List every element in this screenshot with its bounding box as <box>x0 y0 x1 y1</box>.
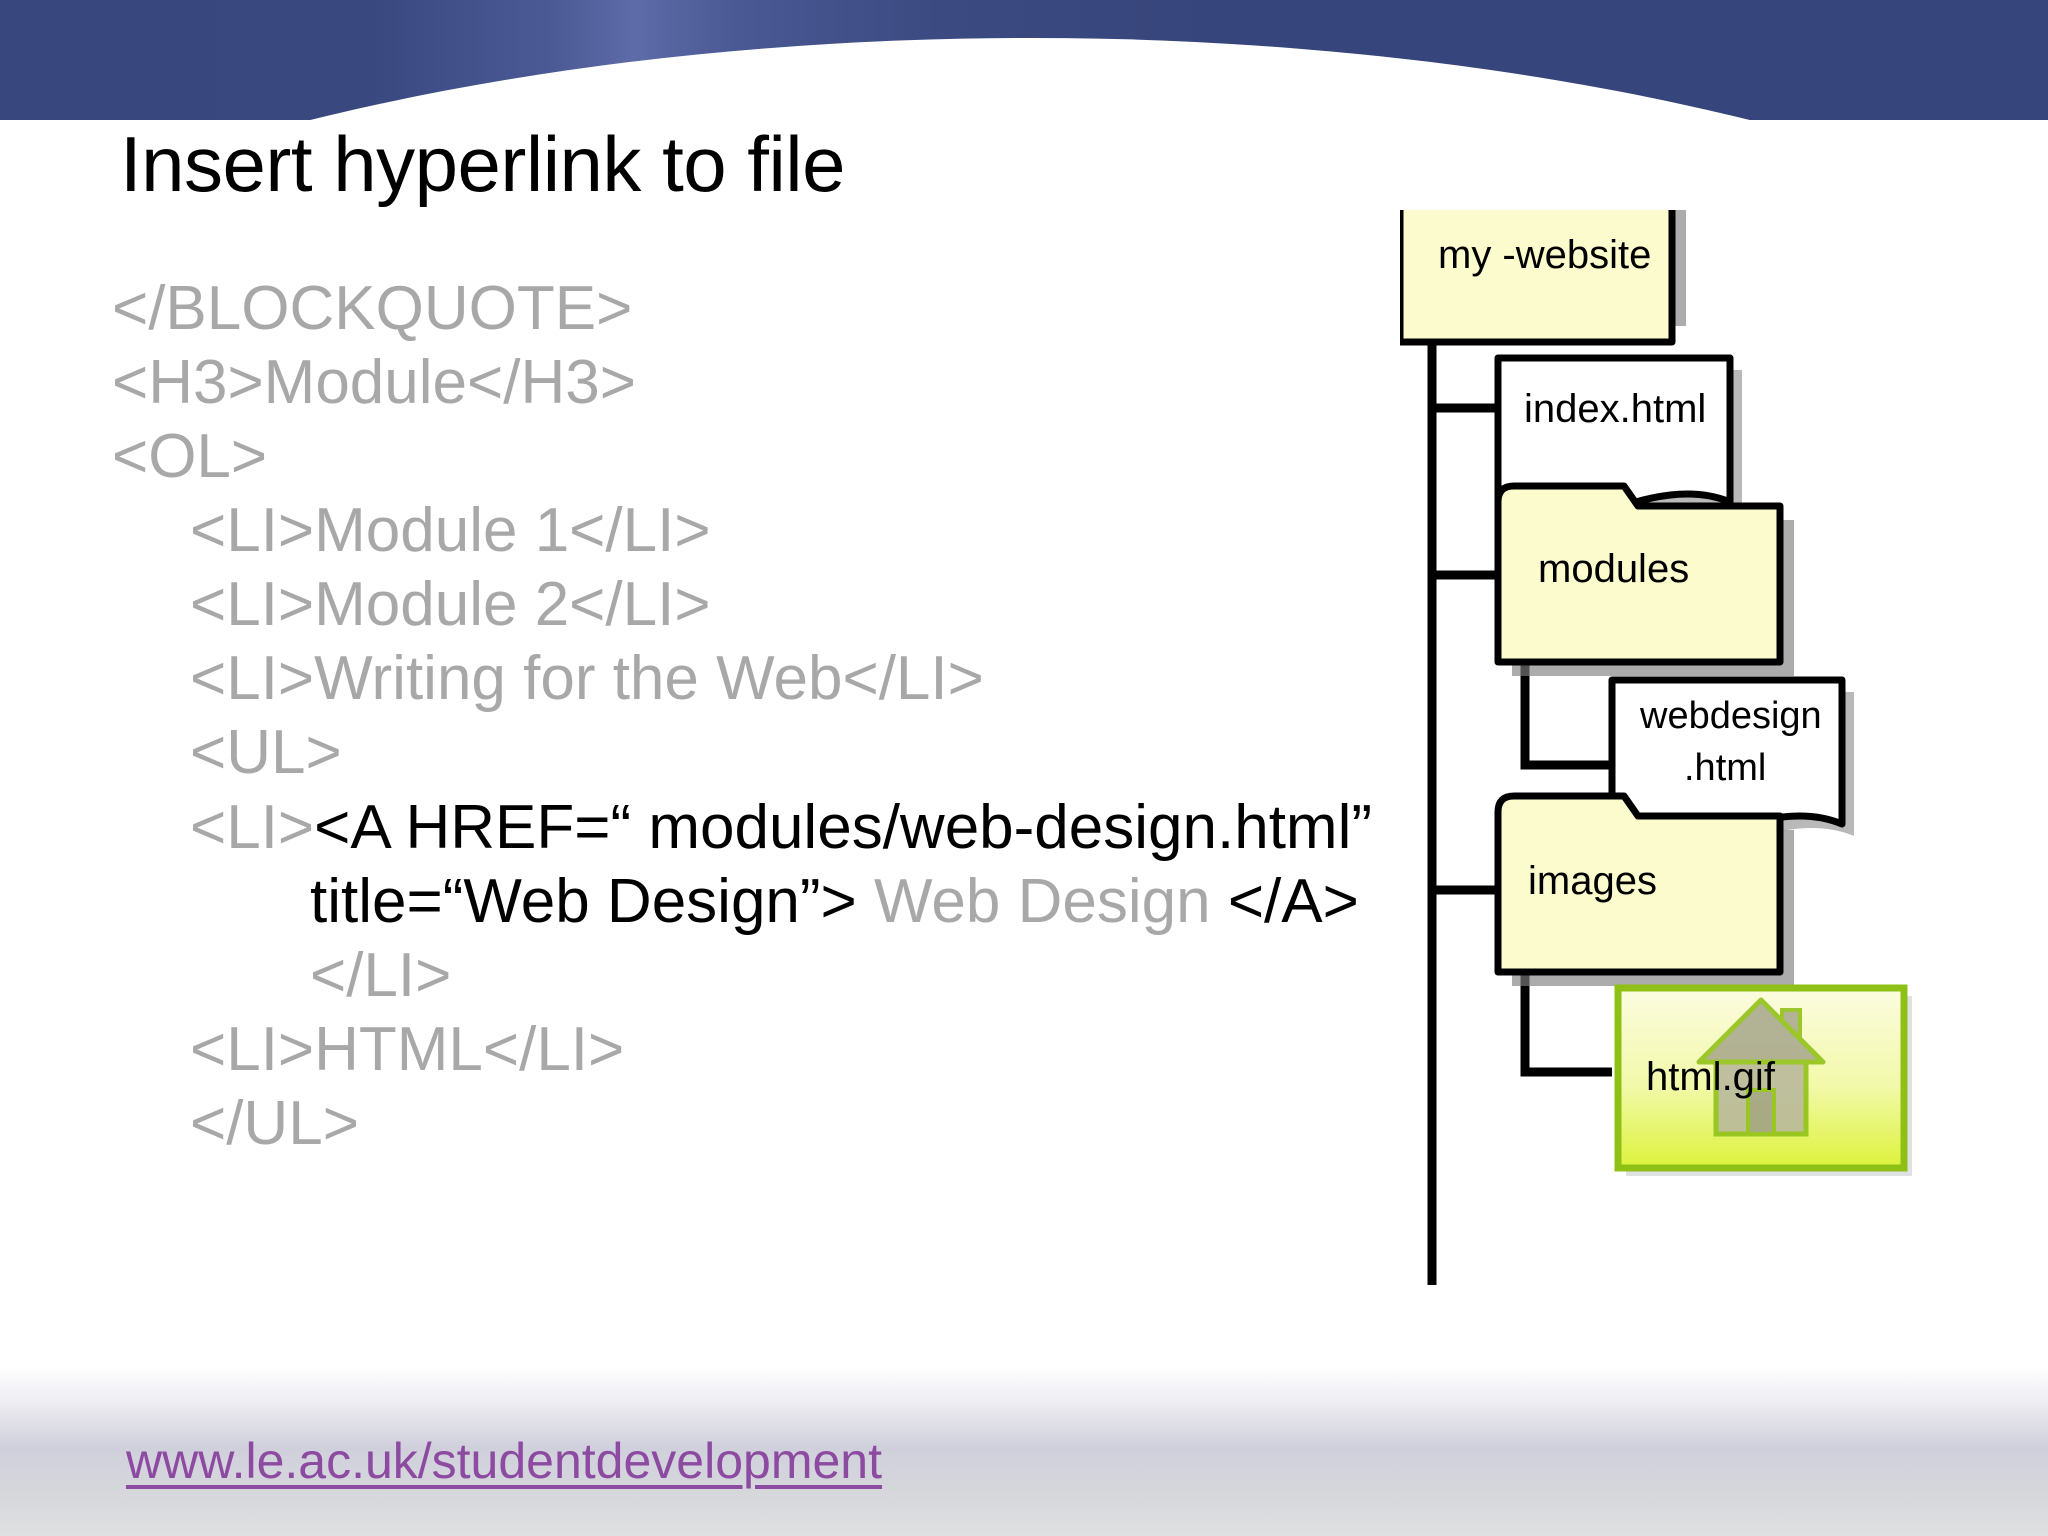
node-document-webdesign-html[interactable]: webdesign .html <box>1608 676 1854 846</box>
code-span: <LI>Writing for the Web</LI> <box>190 644 984 714</box>
code-span-link-text: Web Design <box>856 866 1228 936</box>
folder-shape <box>1400 210 1676 346</box>
node-label: index.html <box>1524 387 1706 431</box>
node-label-line2: .html <box>1684 747 1766 789</box>
code-line: </UL> <box>112 1087 1472 1161</box>
code-span: </UL> <box>190 1088 359 1158</box>
tree-connectors <box>1427 328 1612 1285</box>
file-tree-svg: my -website index.html modules webdesign… <box>1400 210 1912 1285</box>
node-label: images <box>1528 859 1657 903</box>
house-icon <box>1696 997 1826 1137</box>
node-label-line1: webdesign <box>1639 695 1822 737</box>
code-span: </BLOCKQUOTE> <box>112 274 633 343</box>
code-span-li-close: </LI> <box>310 940 452 1010</box>
connector-modules-webdesign <box>1520 662 1612 770</box>
code-line: <H3>Module</H3> <box>112 346 1472 420</box>
code-line: <LI>HTML</LI> <box>112 1013 1472 1087</box>
node-image-html-gif[interactable]: html.gif <box>1614 984 1912 1176</box>
code-span: <LI>Module 2</LI> <box>190 570 711 640</box>
code-line-anchor: <LI><A HREF=“ modules/web-design.html” t… <box>112 791 1472 1013</box>
top-banner <box>0 0 2048 120</box>
connector-images-htmlgif <box>1520 970 1612 1077</box>
node-label: modules <box>1538 547 1689 591</box>
footer-gradient-band <box>0 1366 2048 1536</box>
code-span: <H3>Module</H3> <box>112 348 636 418</box>
code-listing: </BLOCKQUOTE> <H3>Module</H3> <OL> <LI>M… <box>112 272 1472 1161</box>
code-line: </BLOCKQUOTE> <box>112 272 1472 346</box>
folder-shape <box>1494 482 1784 666</box>
footer-url-link[interactable]: www.le.ac.uk/studentdevelopment <box>126 1433 882 1489</box>
node-folder-my-website[interactable]: my -website <box>1400 210 1706 362</box>
code-span: <OL> <box>112 422 268 492</box>
node-folder-modules[interactable]: modules <box>1494 482 1794 676</box>
node-folder-images[interactable]: images <box>1494 792 1794 986</box>
code-line: <LI>Module 1</LI> <box>112 494 1472 568</box>
code-span: <UL> <box>190 718 342 788</box>
code-line: <LI>Module 2</LI> <box>112 568 1472 642</box>
code-span: <LI>HTML</LI> <box>190 1014 625 1084</box>
folder-shape <box>1494 792 1784 976</box>
file-tree-diagram: my -website index.html modules webdesign… <box>1400 210 2048 1440</box>
code-span-anchor-close: </A> <box>1227 866 1359 936</box>
code-span-anchor-open: <A HREF=“ modules/web-design.html” title… <box>310 792 1390 936</box>
code-line: <LI>Writing for the Web</LI> <box>112 642 1472 716</box>
node-label: html.gif <box>1646 1055 1776 1099</box>
code-line: <UL> <box>112 716 1472 790</box>
code-line: <OL> <box>112 420 1472 494</box>
code-span: <LI>Module 1</LI> <box>190 496 711 566</box>
code-span-li-open: <LI> <box>190 792 315 862</box>
page-title: Insert hyperlink to file <box>120 120 846 208</box>
node-label: my -website <box>1438 233 1651 277</box>
